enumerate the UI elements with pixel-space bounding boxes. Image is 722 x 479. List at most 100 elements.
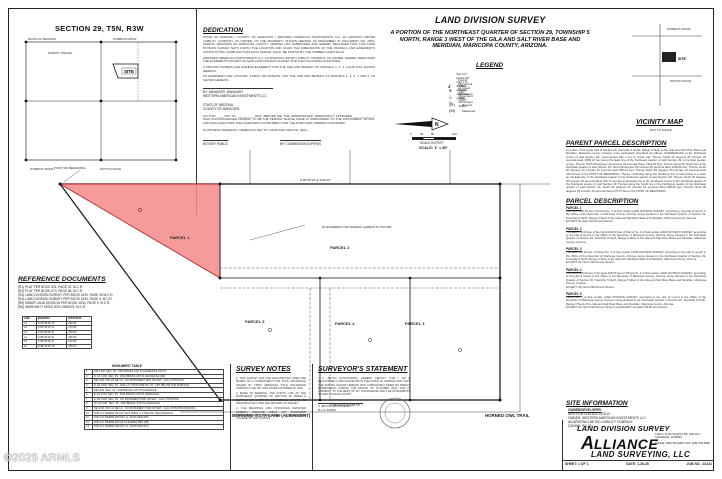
witness-text: IN WITNESS WHEREOF, I HEREUNTO SET MY HA… xyxy=(203,127,309,132)
watermark: ©2025 ARMLS xyxy=(4,452,81,464)
monument-table-title: MONUMENT TABLE xyxy=(112,364,143,368)
measured-icon: (M) xyxy=(449,108,455,113)
parcel-description-heading: PARCEL 2 xyxy=(566,226,582,231)
parcel-description-item: PARCEL 3 The East 168.30 feet of Parcel … xyxy=(566,247,706,265)
parent-parcel-text: A portion of the North half of Section 2… xyxy=(566,148,706,193)
surveyor-statement-text: I, C. BRYAN GOSTKOWSKI, HEREBY CERTIFY T… xyxy=(318,377,410,397)
plat-drawing xyxy=(58,150,550,413)
svg-text:PATTON ROAD: PATTON ROAD xyxy=(670,79,692,83)
reference-document-item: (R4) LAND DIVISION SURVEY PER BOOK 1630,… xyxy=(18,297,113,301)
column-divider xyxy=(312,364,313,471)
site-label: SITE xyxy=(124,69,134,74)
company-address: 1445 N. ALMA SCHOOL RD, STE 101 / CHANDL… xyxy=(655,433,701,439)
main-title: LAND DIVISION SURVEY xyxy=(435,15,546,25)
reference-document-item: (R2) PLAT PER BOOK 670, PAGE 48, M.C.R. xyxy=(18,289,84,293)
reference-documents-title: REFERENCE DOCUMENTS xyxy=(18,276,106,283)
svg-text:SITE: SITE xyxy=(678,57,686,61)
surveyor-statement-title: SURVEYOR'S STATEMENT xyxy=(318,366,408,373)
dedication-paragraph: STATE OF ARIZONA ) COUNTY OF MARICOPA ) … xyxy=(203,35,375,54)
section-map-corner-label: DOBBINS DRIVE xyxy=(30,167,54,171)
title-block-rule xyxy=(563,460,714,461)
legend-item: ○Found Monument as noted xyxy=(448,78,476,90)
notary-label: NOTARY PUBLIC xyxy=(203,139,229,146)
parcel-description-except: EXCEPT the North 220.00 feet thereof. xyxy=(566,284,615,289)
survey-notes-list: 1. THIS SURVEY AND THE DESCRIPTION USED … xyxy=(236,377,306,421)
ack-county: COUNTY OF MARICOPA xyxy=(203,106,240,111)
south-bearing-label: S 89°44'04" W 668.60' xyxy=(330,403,360,407)
legend-label: Set 1/2" Rebar W/ Cap L.S. 31091 (unless… xyxy=(456,72,470,100)
dedication-paragraph: AN EASEMENT FOR UTILITIES, PUBLIC OR PRI… xyxy=(203,74,375,83)
job-number: JOB NO.: 24121 xyxy=(686,462,712,466)
legend-label: Measured xyxy=(462,108,476,113)
scale-feet-label: SCALE IN FEET xyxy=(420,141,444,145)
section-corner-monument xyxy=(174,40,178,44)
title-block-footer: SHEET: 1 OF 1 DATE: 1-28-25 JOB NO.: 241… xyxy=(565,462,712,466)
parcel-4-label: PARCEL 4 xyxy=(335,321,355,326)
section-map-corner-label: PATTON ROAD xyxy=(100,167,122,171)
pob-label: POINT OF BEGINNING xyxy=(54,166,86,170)
surveyor-registration: R.L.S. #31091 xyxy=(318,408,336,412)
site-information-list: OWNER/DEVELOPER: APN: PORTION 503-33-001… xyxy=(568,408,703,428)
main-subtitle: A PORTION OF THE NORTHEAST QUARTER OF SE… xyxy=(390,30,590,50)
north-arrow: N xyxy=(394,117,449,131)
commission-label: MY COMMISSION EXPIRES xyxy=(279,139,321,146)
sheet-number: SHEET: 1 OF 1 xyxy=(565,462,589,466)
legend-item: △Calc. Monument (Calc.) xyxy=(448,90,476,102)
parcel-description-heading: PARCEL 1 xyxy=(566,206,582,210)
section-title: SECTION 29, T5N, R3W xyxy=(55,24,144,33)
dedication-title: DEDICATION xyxy=(203,27,243,34)
legend-label: Record xyxy=(462,102,472,107)
ack-state: STATE OF ARIZONA xyxy=(203,102,233,107)
parcel-description-heading: PARCEL 4 xyxy=(566,267,582,272)
dedication-body: STATE OF ARIZONA ) COUNTY OF MARICOPA ) … xyxy=(203,35,375,146)
table-cell: N 38°43'15" W xyxy=(35,343,68,350)
scale-tick-label: 80 xyxy=(431,132,435,136)
table-cell: L6 xyxy=(22,343,37,350)
site-info-line: ZONING: RU-43 xyxy=(568,424,592,428)
legend-label: Found Survey Monument xyxy=(458,84,473,96)
ack-text: ON THIS ____ DAY OF __________ 2024, BEF… xyxy=(203,113,375,126)
record-icon: (R) xyxy=(449,102,455,107)
parent-parcel-title: PARENT PARCEL DESCRIPTION xyxy=(566,140,667,147)
section-corner-monument xyxy=(24,158,28,162)
survey-note: 3. THE BEARINGS AND DISTANCES DEPICTED H… xyxy=(236,407,306,421)
section-map-corner-label: DOBBINS DRIVE xyxy=(113,37,137,41)
site-info-line: OWNER/DEVELOPER: xyxy=(568,408,602,412)
surveyor-seal xyxy=(379,397,411,429)
table-cell: 13 xyxy=(84,424,93,430)
parcel-description-except: EXCEPT the North 220.00 feet thereof. xyxy=(566,260,615,265)
legend-item: ◇(See Monument Table) xyxy=(448,96,476,108)
legend-item: ● Set 1/2" Rebar W/ Cap L.S. 31091 (unles… xyxy=(448,72,475,100)
parcel-description-item: PARCEL 4 The West 168.30 feet of the Eas… xyxy=(566,268,706,289)
legend-title: LEGEND xyxy=(476,62,504,69)
calc-monument-icon: △ xyxy=(448,93,452,99)
title-block-title: LAND DIVISION SURVEY xyxy=(577,424,670,433)
section-corner-monument xyxy=(24,40,28,44)
section-map-corner-label: PARENT PARCEL xyxy=(48,51,73,55)
section-corner-monument xyxy=(24,99,28,103)
reference-document-item: (R5) MINOR LAND DIVISION PER BOOK 1630, … xyxy=(18,301,111,305)
signature-line xyxy=(203,87,273,89)
parcel-description-item: PARCEL 1 The North 220.00 feet of Parcel… xyxy=(566,206,706,224)
company-name: WESTERN AMERICAN INVESTMENTS LLC xyxy=(203,93,267,98)
table-cell: FND 1/2" REBAR W/CAP L.S. 21925 PER (R3) xyxy=(92,424,224,430)
title-block-divider xyxy=(562,420,563,471)
parcel-description-title: PARCEL DESCRIPTION xyxy=(566,198,639,205)
legend-label: (See Monument Table) xyxy=(458,96,473,108)
rebar-set-icon: ● xyxy=(448,83,451,89)
title-block: LAND DIVISION SURVEY A LLIANCE LAND SURV… xyxy=(563,420,714,471)
section-corner-monument xyxy=(174,158,178,162)
scale-label: SCALE: 1" = 80' xyxy=(419,146,448,150)
signer-label: BY: MANAGER, MANAGER xyxy=(203,89,243,94)
column-divider xyxy=(230,364,231,471)
reference-document-item: (R3) LAND DIVISION SURVEY PER BOOK 1630,… xyxy=(18,293,114,297)
svg-text:DOBBINS DRIVE: DOBBINS DRIVE xyxy=(667,27,691,31)
table-cell: 159.07' xyxy=(66,343,92,350)
parcel-description-item: PARCEL 5 Parcel No. 4 of that certain LA… xyxy=(566,292,706,310)
parcel-description-item: PARCEL 2 The East 170.00 feet of the Nor… xyxy=(566,227,706,245)
parcel-description-heading: PARCEL 3 xyxy=(566,247,582,252)
survey-note: 1. THIS SURVEY AND THE DESCRIPTION USED … xyxy=(236,377,306,390)
reference-document-item: (R6) WARRANTY DEED 2020-0639079, M.C.R. xyxy=(18,305,87,309)
